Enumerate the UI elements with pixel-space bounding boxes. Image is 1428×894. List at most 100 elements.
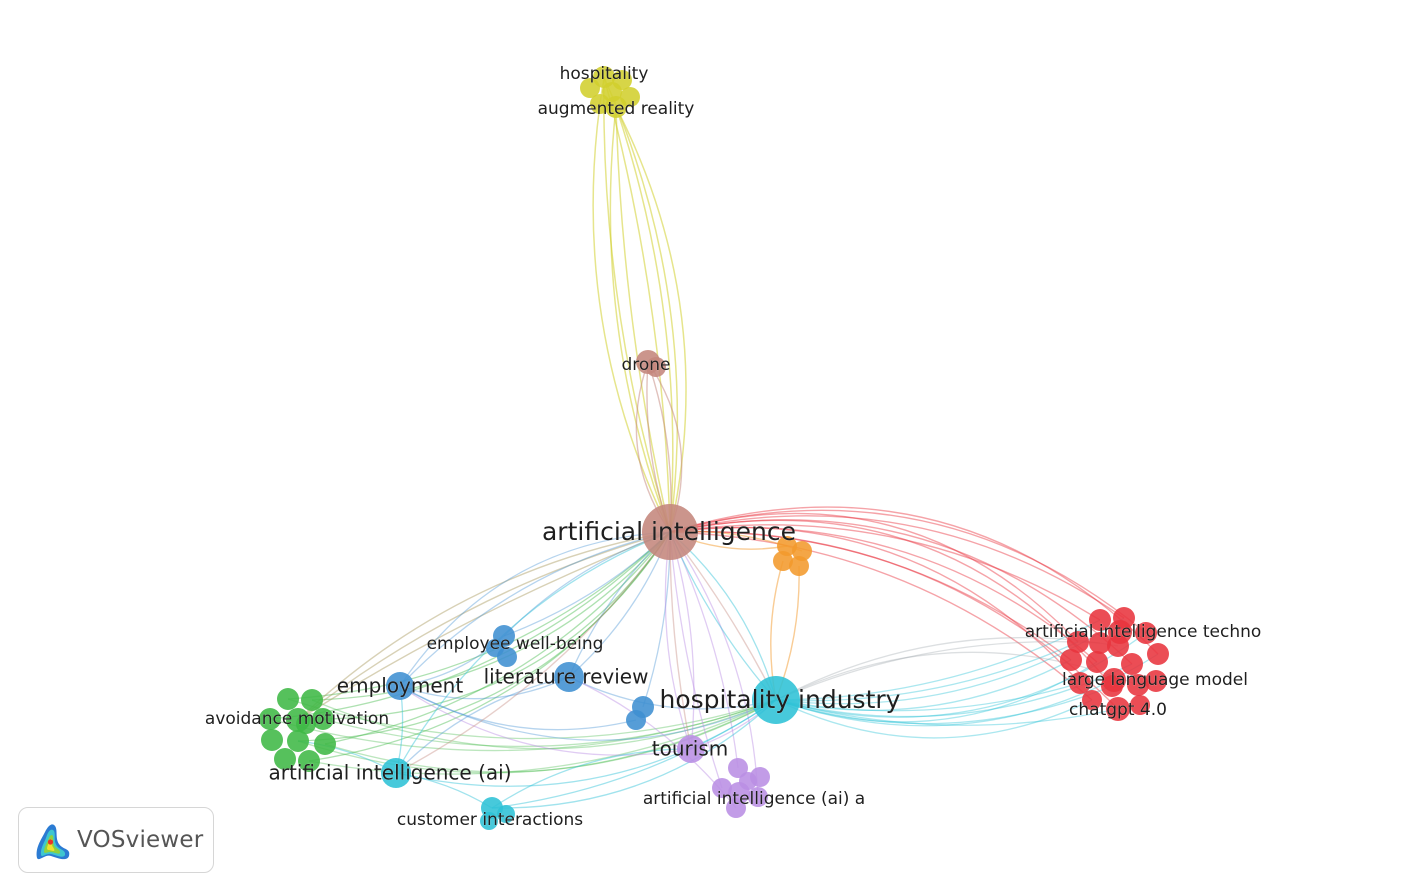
label-emp[interactable]: employment <box>336 673 464 698</box>
link-cyan-3 <box>491 699 777 809</box>
node-red-36[interactable] <box>1089 632 1111 654</box>
label-hi[interactable]: hospitality industry <box>659 685 901 715</box>
node-blue-13[interactable] <box>626 710 646 730</box>
link-ai-yellow-0 <box>603 76 671 533</box>
vosviewer-density-icon <box>36 824 70 860</box>
link-green-ai-2 <box>322 531 671 720</box>
node-avoid[interactable] <box>286 708 310 732</box>
link-ai-red-11 <box>669 506 1159 655</box>
link-hi-red-5 <box>775 661 1098 723</box>
label-gpt[interactable]: chatgpt 4.0 <box>1069 700 1168 721</box>
label-hosp[interactable]: hospitality <box>559 64 649 85</box>
link-ai-red-5 <box>669 526 1098 663</box>
link-ai-yellow-7 <box>615 106 687 533</box>
node-orange-8[interactable] <box>773 551 793 571</box>
node-hi[interactable] <box>752 676 800 724</box>
label-ewb[interactable]: employee well-being <box>426 634 604 655</box>
node-drone[interactable] <box>636 350 660 374</box>
label-aiaia[interactable]: artificial intelligence (ai) a <box>643 789 866 810</box>
node-ai[interactable] <box>642 504 698 560</box>
link-purple-5 <box>399 685 692 756</box>
node-purple-26[interactable] <box>728 758 748 778</box>
node-ewb[interactable] <box>493 625 515 647</box>
label-lit[interactable]: literature review <box>483 664 649 689</box>
link-hi-red-8 <box>775 699 1093 739</box>
link-green-ai-3 <box>324 531 671 745</box>
link-ai-green-olive-2 <box>297 531 671 721</box>
link-ai-yellow-3 <box>603 76 671 533</box>
link-green-ai-6 <box>269 531 671 720</box>
node-green-14[interactable] <box>277 688 299 710</box>
link-ai-green-olive-0 <box>297 531 671 721</box>
node-ait[interactable] <box>1108 620 1132 644</box>
link-green-hi-6 <box>269 699 777 752</box>
link-blue-0 <box>399 531 671 687</box>
link-green-ai-4 <box>308 531 671 762</box>
label-llm[interactable]: large language model <box>1062 670 1249 691</box>
node-ar[interactable] <box>605 96 627 118</box>
node-red-38[interactable] <box>1060 649 1082 671</box>
link-blue-8 <box>399 685 777 741</box>
node-red-44[interactable] <box>1127 674 1149 696</box>
node-green-21[interactable] <box>274 748 296 770</box>
label-aiai[interactable]: artificial intelligence (ai) <box>268 760 512 785</box>
node-purple-29[interactable] <box>748 787 768 807</box>
node-gpt[interactable] <box>1106 697 1130 721</box>
link-green-hi-4 <box>308 699 777 775</box>
label-avoid[interactable]: avoidance motivation <box>205 709 390 730</box>
node-green-18[interactable] <box>261 729 283 751</box>
label-tour[interactable]: tourism <box>651 736 728 761</box>
link-hi-red-0 <box>775 619 1101 701</box>
link-hi-red-7 <box>775 685 1113 725</box>
node-red-40[interactable] <box>1121 653 1143 675</box>
node-green-22[interactable] <box>298 750 320 772</box>
labels-layer: artificial intelligence drone hospitality a… <box>205 64 1262 831</box>
node-red-34[interactable] <box>1135 622 1157 644</box>
link-ai-red-6 <box>669 526 1081 684</box>
link-blue-1 <box>399 531 671 687</box>
node-red-47[interactable] <box>1130 695 1150 715</box>
node-lit[interactable] <box>554 662 584 692</box>
link-green-ai-5 <box>297 531 671 742</box>
label-ar[interactable]: augmented reality <box>537 99 695 120</box>
node-red-35[interactable] <box>1067 631 1089 653</box>
node-llm[interactable] <box>1102 668 1126 692</box>
node-red-41[interactable] <box>1147 643 1169 665</box>
link-hi-red-grey-0 <box>775 641 1101 701</box>
node-green-17[interactable] <box>312 708 334 730</box>
label-ait[interactable]: artificial intelligence techno <box>1024 622 1262 643</box>
node-green-15[interactable] <box>301 689 323 711</box>
link-purple-4 <box>669 531 759 798</box>
node-green-16[interactable] <box>259 708 281 730</box>
node-red-42[interactable] <box>1069 672 1091 694</box>
cluster-bubbles-layer <box>259 70 1169 830</box>
nodes-layer <box>286 66 1132 819</box>
node-green-19[interactable] <box>287 730 309 752</box>
node-orange-9[interactable] <box>789 556 809 576</box>
node-red-45[interactable] <box>1145 670 1167 692</box>
link-cyan-2 <box>491 699 777 809</box>
node-hosp[interactable] <box>593 66 615 88</box>
node-tour[interactable] <box>677 735 705 763</box>
node-ci[interactable] <box>481 797 503 819</box>
node-red-39[interactable] <box>1086 651 1108 673</box>
node-emp[interactable] <box>386 672 414 700</box>
link-ai-red-2 <box>669 509 1147 634</box>
node-red-32[interactable] <box>1089 609 1111 631</box>
link-ai-red-1 <box>669 515 1125 619</box>
label-drone[interactable]: drone <box>621 355 671 376</box>
link-ai-red-0 <box>669 524 1101 621</box>
label-ai[interactable]: artificial intelligence <box>542 517 797 547</box>
node-aiaia[interactable] <box>728 782 750 804</box>
link-green-hi-5 <box>297 699 777 774</box>
node-green-20[interactable] <box>314 733 336 755</box>
node-red-46[interactable] <box>1082 690 1102 710</box>
node-aiai[interactable] <box>381 758 411 788</box>
node-orange-7[interactable] <box>792 541 812 561</box>
node-purple-28[interactable] <box>712 778 732 798</box>
link-ai-red-4 <box>669 530 1072 661</box>
label-ci[interactable]: customer interactions <box>397 810 584 831</box>
link-hi-red-9 <box>775 699 1119 726</box>
